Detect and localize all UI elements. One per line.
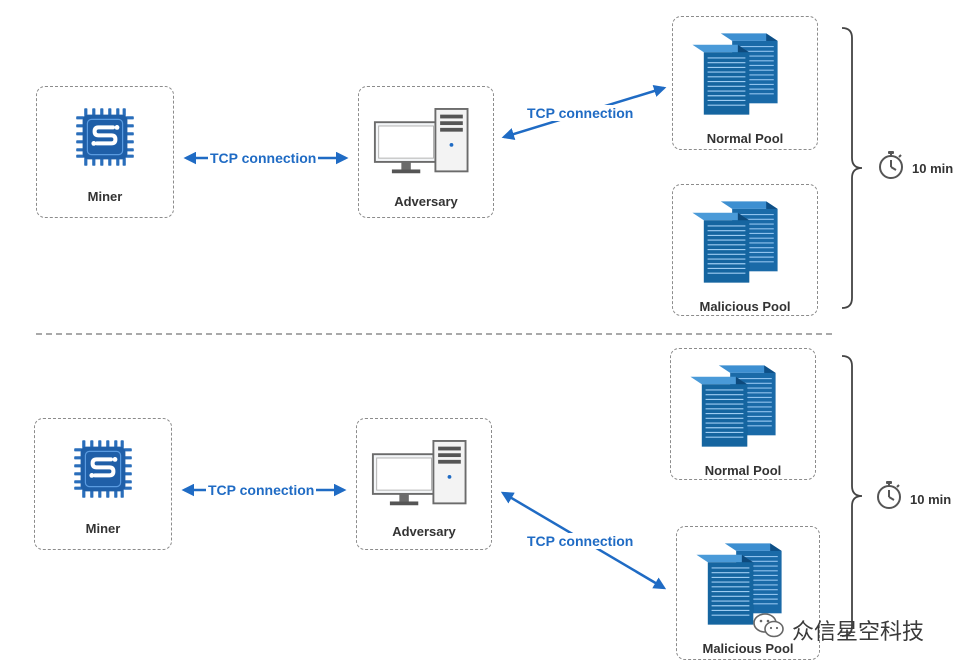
adversary-box: Adversary	[356, 418, 492, 550]
tcp-connection-label: TCP connection	[525, 105, 636, 121]
time-brace	[841, 355, 863, 637]
time-brace	[841, 27, 863, 309]
section-divider	[36, 333, 832, 335]
normal-pool-label: Normal Pool	[704, 463, 782, 478]
stopwatch-icon	[874, 480, 904, 510]
watermark-text: 众信星空科技	[792, 620, 925, 645]
miner-label: Miner	[85, 521, 121, 536]
tcp-connection-label: TCP connection	[206, 482, 317, 498]
wechat-logo-icon	[753, 613, 784, 638]
tcp-connection-label: TCP connection	[208, 150, 319, 166]
normal-pool-box: Normal Pool	[672, 16, 818, 150]
normal-pool-box: Normal Pool	[670, 348, 816, 480]
timer-label: 10 min	[910, 492, 952, 507]
malicious-pool-box: Malicious Pool	[672, 184, 818, 316]
malicious-pool-label: Malicious Pool	[702, 641, 794, 656]
miner-box: Miner	[34, 418, 172, 550]
adversary-label: Adversary	[392, 524, 456, 539]
timer-label: 10 min	[912, 161, 954, 176]
adversary-label: Adversary	[394, 194, 458, 209]
normal-pool-label: Normal Pool	[706, 131, 784, 146]
miner-label: Miner	[87, 189, 123, 204]
tcp-connection-label: TCP connection	[525, 533, 636, 549]
malicious-pool-label: Malicious Pool	[699, 299, 791, 314]
stopwatch-icon	[876, 150, 906, 180]
adversary-box: Adversary	[358, 86, 494, 218]
miner-box: Miner	[36, 86, 174, 218]
malicious-pool-box: Malicious Pool	[676, 526, 820, 660]
